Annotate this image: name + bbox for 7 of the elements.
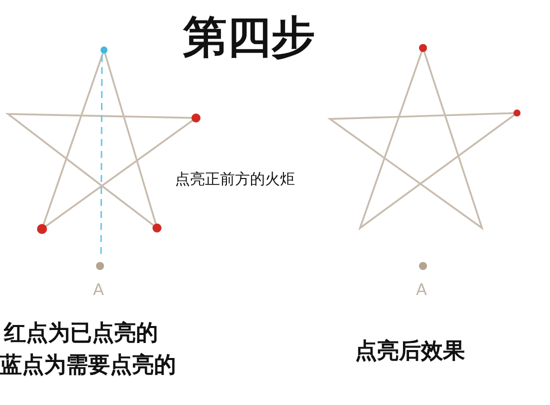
note-text: 蓝点为需要点亮的 [0,352,176,380]
point-label: A [93,280,104,299]
note-text: 红点为已点亮的 [4,320,158,348]
instruction-text: 点亮正前方的火炬 [175,170,295,189]
result-caption: 点亮后效果 [355,338,465,366]
title: 第四步 [183,11,315,65]
point-label: A [416,280,427,299]
